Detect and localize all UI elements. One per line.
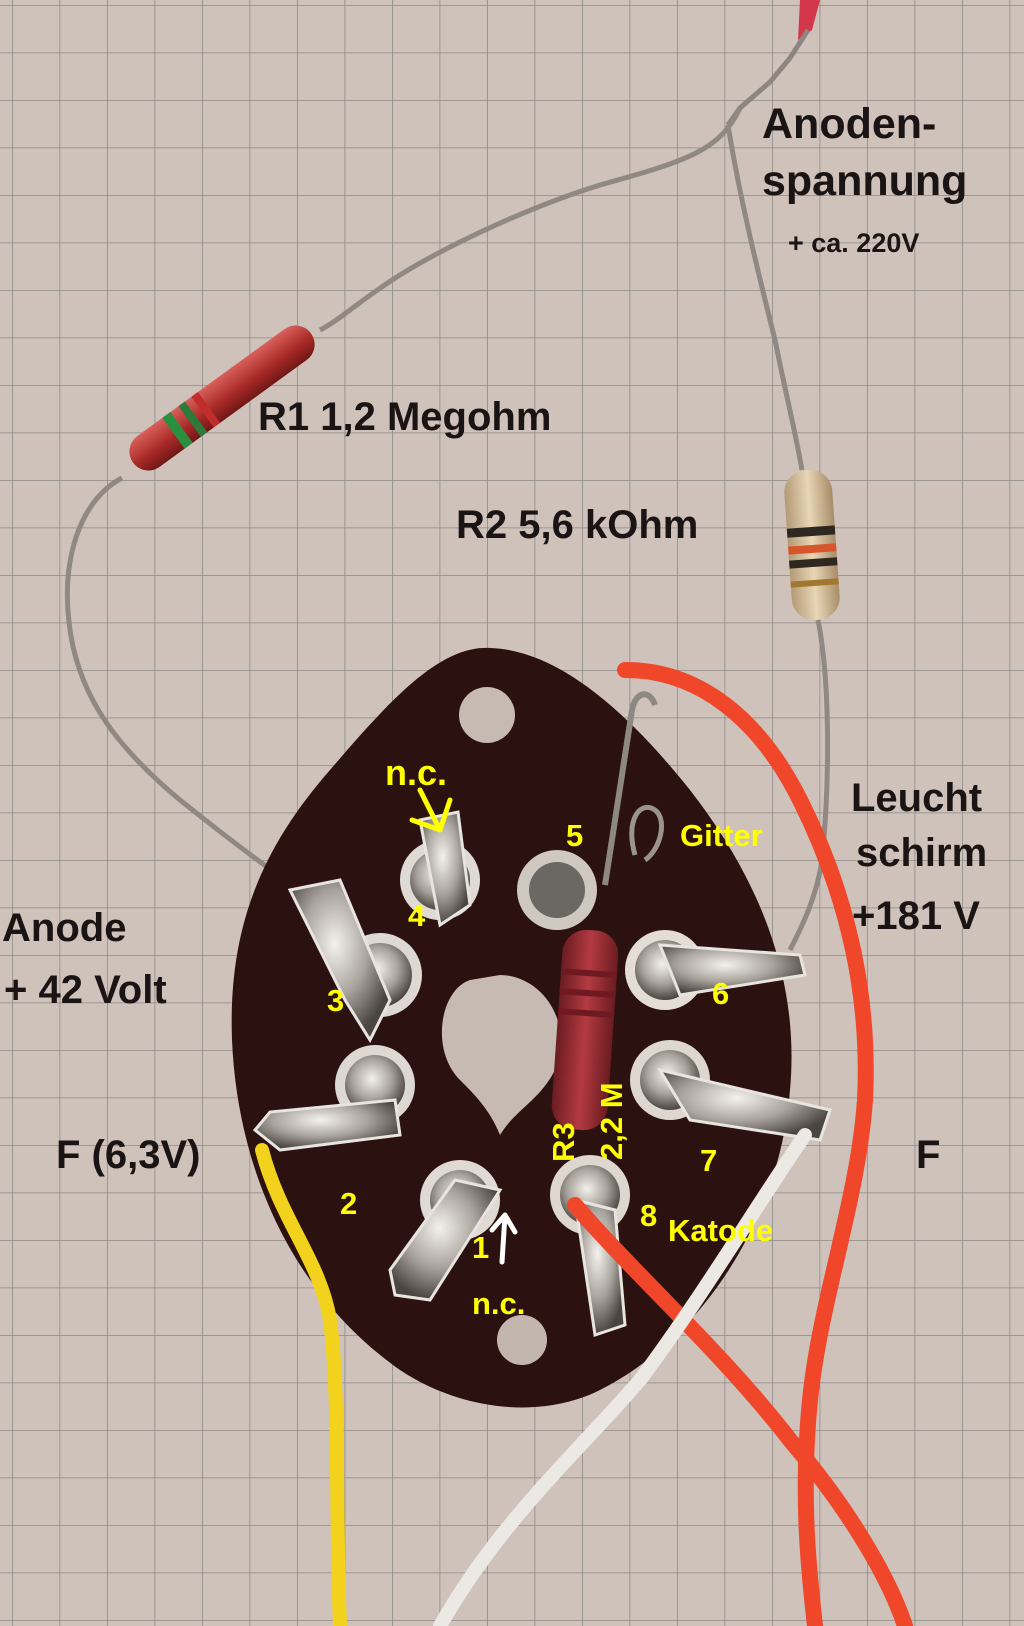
pin-lug-6: [625, 930, 807, 1010]
grid-lead-loop: [629, 805, 665, 863]
resistor-r1: [129, 325, 315, 471]
pin-label-5: 5: [566, 818, 584, 853]
r2-label: R2 5,6 kOhm: [456, 503, 699, 547]
anoden-label-line1: Anoden-: [762, 100, 937, 148]
pin-label-2: 2: [340, 1186, 358, 1221]
leuchtschirm-voltage-label: +181 V: [852, 894, 980, 938]
r1-lower-lead: [65, 475, 302, 893]
nc-bottom-label: n.c.: [472, 1286, 526, 1321]
pin-label-6: 6: [712, 976, 730, 1011]
pin-label-1: 1: [472, 1230, 490, 1265]
resistor-r2: [784, 469, 840, 621]
r3-value-label: 2,2 M: [594, 1082, 629, 1160]
leuchtschirm-label-line2: schirm: [856, 831, 988, 875]
grid-lead: [602, 691, 658, 886]
anode-label-line1: Anode: [2, 906, 127, 950]
resistor-r3: [551, 929, 619, 1131]
gitter-label: Gitter: [680, 818, 763, 853]
anoden-label-line2: spannung: [762, 157, 968, 205]
pin-lug-4: [400, 810, 480, 928]
wire-orange-cathode: [567, 1197, 913, 1626]
pin-lug-8: [550, 1155, 630, 1337]
pin-label-7: 7: [700, 1143, 718, 1178]
anode-voltage-label: + 42 Volt: [4, 968, 167, 1012]
center-key-hole: [441, 975, 561, 1135]
mounting-hole-bottom: [497, 1315, 547, 1365]
nc-top-arrow-icon: [409, 787, 453, 833]
pin-lug-7: [630, 1040, 832, 1142]
pin-lug-2: [252, 1045, 415, 1152]
nc-top-label: n.c.: [385, 752, 448, 793]
anoden-voltage-label: + ca. 220V: [788, 228, 920, 258]
katode-label: Katode: [668, 1213, 774, 1248]
leuchtschirm-label-line1: Leucht: [851, 776, 983, 820]
wire-orange-grid: [617, 662, 874, 1626]
r3-name-label: R3: [546, 1122, 581, 1162]
pin-lug-1: [388, 1160, 503, 1302]
pin-label-8: 8: [640, 1198, 658, 1233]
pin-label-3: 3: [327, 983, 345, 1018]
pin-lug-3: [287, 878, 422, 1044]
nc-bottom-arrow-icon: [489, 1212, 518, 1265]
r1-label: R1 1,2 Megohm: [258, 395, 552, 439]
pin-lug-5: [517, 850, 597, 930]
wire-white-heater: [433, 1128, 812, 1626]
r1-upper-lead: [318, 106, 743, 333]
heater-right-label: F: [916, 1133, 941, 1177]
supply-wire-red-tip: [798, 0, 820, 40]
mounting-hole-top: [459, 687, 515, 743]
r2-lower-lead: [787, 619, 831, 952]
r2-upper-lead: [725, 124, 805, 471]
pin-label-4: 4: [408, 898, 426, 933]
wire-yellow-heater: [255, 1143, 347, 1626]
heater-left-label: F (6,3V): [56, 1133, 201, 1177]
